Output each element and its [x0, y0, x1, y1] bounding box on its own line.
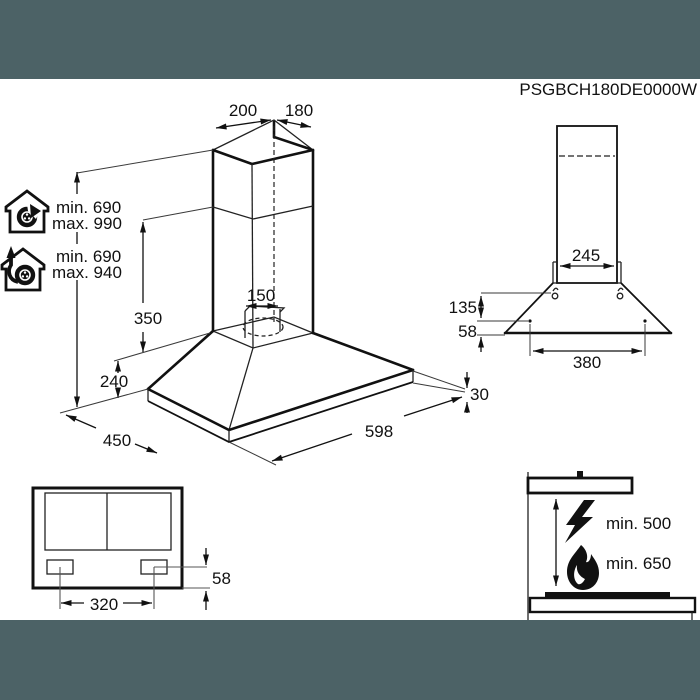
- dim-lamp-spacing-label: 320: [90, 595, 118, 614]
- cooktop-surface: [545, 592, 670, 598]
- dim-hood-width-label: 598: [365, 422, 393, 441]
- dim-top-depth-label: 180: [285, 101, 313, 120]
- dim-hook-drop-label: 135: [449, 298, 477, 317]
- clearance-view: min. 500 min. 650: [526, 471, 697, 620]
- dim-top-width-label: 200: [229, 101, 257, 120]
- bottom-color-band: [0, 620, 700, 700]
- recirc-max-height-label: max. 990: [52, 214, 122, 233]
- lightning-bolt-icon: [565, 500, 595, 543]
- bottom-view: 320 58: [31, 486, 231, 614]
- dim-hood-depth-label: 450: [103, 431, 131, 450]
- electric-clearance-label: min. 500: [606, 514, 671, 533]
- recirculation-mode-icon: [4, 189, 50, 234]
- extraction-mode-icon: [0, 246, 46, 292]
- dim-upper-chimney-label: 350: [134, 309, 162, 328]
- dim-bracket-width-label: 245: [572, 246, 600, 265]
- dim-lamp-edge-offset-label: 58: [212, 569, 231, 588]
- dim-duct-label: 150: [247, 286, 275, 305]
- dim-hood-height-label: 240: [100, 372, 128, 391]
- flame-icon: [567, 545, 599, 590]
- extract-min-height-label: min. 690: [56, 247, 121, 266]
- dim-screw-spacing-label: 380: [573, 353, 601, 372]
- extract-max-height-label: max. 940: [52, 263, 122, 282]
- recirc-min-height-label: min. 690: [56, 198, 121, 217]
- gas-clearance-label: min. 650: [606, 554, 671, 573]
- dim-rim-label: 30: [470, 385, 489, 404]
- model-code-text: PSGBCH180DE0000W: [519, 80, 697, 99]
- top-color-band: [0, 0, 700, 79]
- front-view: 245 135 58 380: [449, 125, 673, 372]
- dim-screw-drop-label: 58: [458, 322, 477, 341]
- counter-top: [528, 596, 697, 614]
- isometric-view: 200 180 150 min. 690 max. 990 min. 690 m…: [0, 101, 489, 466]
